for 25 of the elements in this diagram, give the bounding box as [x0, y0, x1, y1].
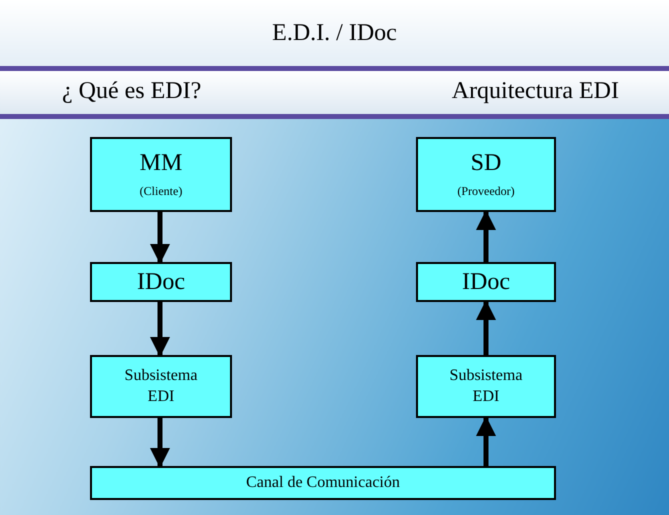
- arrow: [476, 300, 496, 355]
- arrow: [150, 418, 170, 468]
- box-sublabel: (Proveedor): [457, 184, 515, 200]
- box-label: IDoc: [462, 268, 510, 296]
- section-heading: ¿ Qué es EDI?: [62, 78, 202, 105]
- arrow: [150, 212, 170, 264]
- box-label: SD: [470, 150, 502, 176]
- box-label: Canal de Comunicación: [246, 474, 400, 492]
- process-box: [90, 466, 556, 500]
- box-label: MM: [140, 150, 182, 176]
- box-label: Subsistema EDI: [124, 366, 198, 406]
- arrow: [150, 302, 170, 357]
- arrow: [476, 416, 496, 466]
- process-box: [416, 355, 556, 418]
- process-box: [90, 137, 232, 212]
- box-label: IDoc: [137, 268, 185, 296]
- process-box: [90, 355, 232, 418]
- process-box: [416, 137, 556, 212]
- process-box: [90, 262, 232, 302]
- section-heading: Arquitectura EDI: [452, 78, 619, 105]
- box-label: Subsistema EDI: [448, 366, 524, 406]
- box-sublabel: (Cliente): [140, 184, 182, 200]
- process-box: [416, 262, 556, 302]
- title: E.D.I. / IDoc: [271, 20, 398, 47]
- arrow: [476, 210, 496, 262]
